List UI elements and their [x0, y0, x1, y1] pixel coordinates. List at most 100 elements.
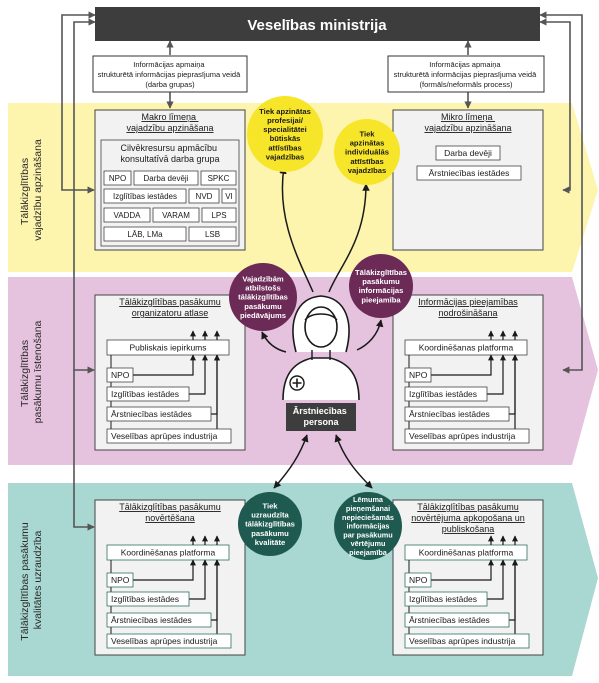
- macro-member-3-label: Izglītības iestādes: [113, 192, 177, 201]
- section-info_access-item-0-label: NPO: [409, 370, 428, 380]
- section-evaluation-item-2-label: Ārstniecības iestādes: [111, 615, 192, 625]
- section-organizers-bar-label: Publiskais iepirkums: [130, 343, 207, 353]
- section-info_access-item-2: Ārstniecības iestādes: [404, 406, 510, 422]
- macro-member-6-label: VADDA: [114, 211, 142, 220]
- macro-member-9-rect: [103, 226, 187, 242]
- macro-member-1-label: Darba devēji: [144, 174, 189, 183]
- ministry-box: [95, 7, 540, 41]
- section-info_access-item-2-rect: [404, 406, 510, 422]
- section-publication-bar: Koordinēšanas platforma: [404, 544, 528, 561]
- macro-member-10-rect: [188, 226, 237, 242]
- section-organizers-item-0-rect: [106, 367, 134, 383]
- micro-member-1-rect: [416, 165, 522, 181]
- section-evaluation-item-3-rect: [106, 633, 232, 649]
- section-publication-item-2-rect: [404, 612, 510, 628]
- section-evaluation-item-3-label: Veselības aprūpes industrija: [111, 636, 218, 646]
- section-info_access-item-0: NPO: [404, 367, 432, 383]
- section-organizers-item-0-label: NPO: [111, 370, 130, 380]
- section-publication-item-1-rect: [404, 591, 488, 607]
- section-evaluation-bar-rect: [106, 544, 230, 561]
- section-info_access-item-1: Izglītības iestādes: [404, 386, 488, 402]
- macro-member-7-label: VARAM: [162, 211, 190, 220]
- macro-member-1-rect: [133, 170, 199, 186]
- section-info_access-item-3-label: Veselības aprūpes industrija: [409, 431, 516, 441]
- macro-member-6: VADDA: [103, 207, 151, 223]
- section-organizers-item-1: Izglītības iestādes: [106, 386, 190, 402]
- section-evaluation-bar: Koordinēšanas platforma: [106, 544, 230, 561]
- circle-skills-shape: [247, 96, 323, 172]
- section-organizers-bar: Publiskais iepirkums: [106, 339, 230, 356]
- circle-offer-shape: [229, 263, 297, 331]
- outer-connectors: [61, 11, 583, 531]
- person-connectors: [261, 166, 384, 489]
- section-publication-bar-rect: [404, 544, 528, 561]
- person-label-box: [286, 403, 356, 431]
- micro-member-0: Darba devēji: [435, 145, 501, 161]
- info-exchange-left-text: Informācijas apmaiņa strukturētā informā…: [98, 60, 243, 89]
- macro-member-0-rect: [103, 170, 132, 186]
- section-organizers-item-3-label: Veselības aprūpes industrija: [111, 431, 218, 441]
- macro-members: NPO Darba devēji SPKC Izglītības iestādes NV…: [103, 170, 237, 242]
- section-publication-item-2-label: Ārstniecības iestādes: [409, 615, 490, 625]
- section-evaluation-item-1: Izglītības iestādes: [106, 591, 190, 607]
- macro-member-8-rect: [201, 207, 237, 223]
- person-label: Ārstniecības persona: [293, 406, 350, 427]
- section-evaluation-item-0: NPO: [106, 572, 134, 588]
- macro-group-label: Cilvēkresursu apmācību konsultatīvā darb…: [120, 143, 219, 164]
- macro-member-4-label: NVD: [196, 192, 213, 201]
- macro-member-2: SPKC: [200, 170, 237, 186]
- macro-member-8: LPS: [201, 207, 237, 223]
- micro-title: Mikro līmeņa vajadzību apzināšana: [424, 112, 511, 133]
- section-publication-item-3-rect: [404, 633, 530, 649]
- section-organizers-bar-rect: [106, 339, 230, 356]
- section-evaluation-item-1-rect: [106, 591, 190, 607]
- section-info_access-item-2-label: Ārstniecības iestādes: [409, 409, 490, 419]
- ministry-title: Veselības ministrija: [247, 17, 387, 34]
- macro-member-5-rect: [221, 188, 237, 204]
- section-publication-item-1-label: Izglītības iestādes: [409, 594, 477, 604]
- section-organizers-item-2-label: Ārstniecības iestādes: [111, 409, 192, 419]
- macro-title: Makro līmeņa vajadzību apzināšana: [126, 112, 213, 133]
- micro-member-1: Ārstniecības iestādes: [416, 165, 522, 181]
- section-evaluation-item-2: Ārstniecības iestādes: [106, 612, 212, 628]
- macro-member-3: Izglītības iestādes: [103, 188, 187, 204]
- section-evaluation-item-0-rect: [106, 572, 134, 588]
- macro-member-8-label: LPS: [211, 211, 226, 220]
- section-organizers-item-3-rect: [106, 428, 232, 444]
- circle-quality-shape: [238, 492, 302, 556]
- section-evaluation-item-3: Veselības aprūpes industrija: [106, 633, 232, 649]
- section-publication-item-2: Ārstniecības iestādes: [404, 612, 510, 628]
- macro-member-10: LSB: [188, 226, 237, 242]
- macro-member-6-rect: [103, 207, 151, 223]
- section-publication-bar-label: Koordinēšanas platforma: [419, 548, 514, 558]
- macro-member-4: NVD: [188, 188, 220, 204]
- section-publication-item-3: Veselības aprūpes industrija: [404, 633, 530, 649]
- info-exchange-right-box: [387, 55, 545, 93]
- macro-member-2-rect: [200, 170, 237, 186]
- section-info_access-item-3: Veselības aprūpes industrija: [404, 428, 530, 444]
- macro-member-0-label: NPO: [109, 174, 126, 183]
- person-icon: [282, 295, 360, 401]
- section-publication-item-0-rect: [404, 572, 432, 588]
- band-quality-label: Tālākizglītības pasākumu kvalitātes uzra…: [19, 519, 44, 640]
- micro-member-0-rect: [435, 145, 501, 161]
